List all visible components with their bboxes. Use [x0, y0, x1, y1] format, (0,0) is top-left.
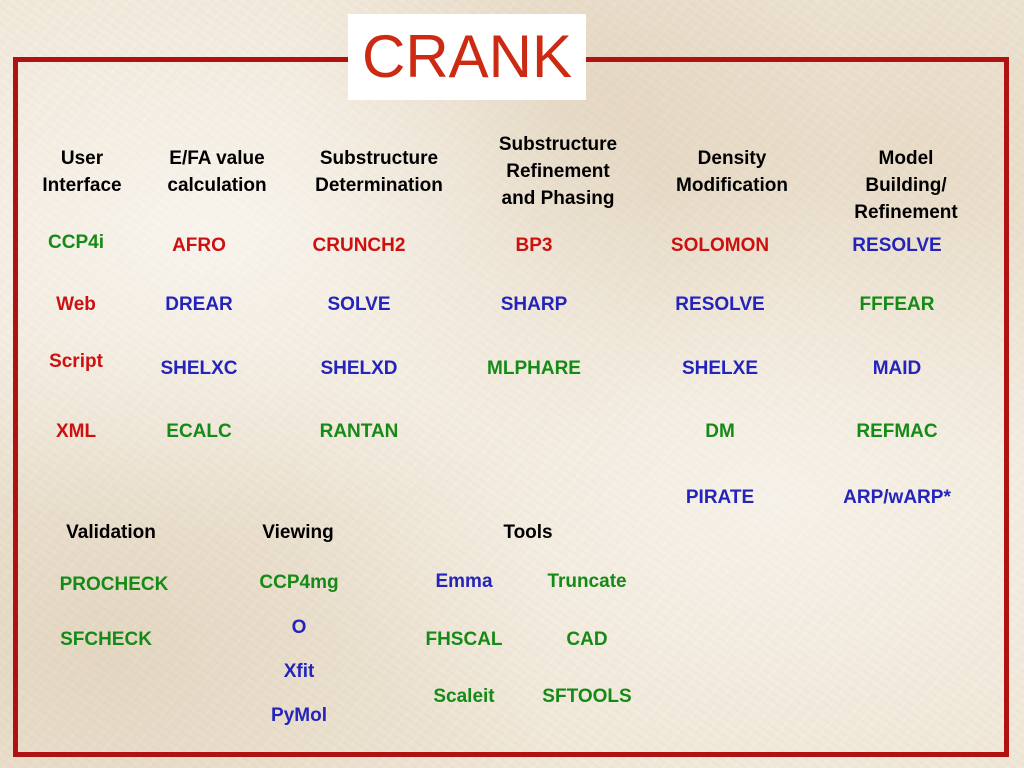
item-o: O — [291, 617, 307, 638]
item-pymol: PyMol — [271, 705, 327, 726]
item-script: Script — [49, 351, 103, 372]
header-user-interface: User Interface — [42, 148, 122, 196]
item-solve: SOLVE — [327, 294, 391, 315]
item-fffear: FFFEAR — [859, 294, 935, 315]
item-sftools: SFTOOLS — [542, 686, 632, 707]
item-shelxc: SHELXC — [160, 358, 238, 379]
item-drear: DREAR — [165, 294, 233, 315]
item-scaleit: Scaleit — [433, 686, 495, 707]
item-solomon: SOLOMON — [670, 235, 770, 256]
item-web: Web — [56, 294, 96, 315]
item-dm: DM — [705, 421, 735, 442]
item-resolve-mb: RESOLVE — [852, 235, 942, 256]
item-refmac: REFMAC — [856, 421, 938, 442]
item-arp-warp: ARP/wARP* — [843, 487, 951, 508]
item-xfit: Xfit — [283, 661, 315, 682]
header-tools: Tools — [503, 522, 553, 543]
header-model-building: Model Building/ Refinement — [854, 148, 958, 223]
item-maid: MAID — [872, 358, 922, 379]
item-sharp: SHARP — [500, 294, 568, 315]
title-box: CRANK — [348, 14, 586, 100]
item-sfcheck: SFCHECK — [60, 629, 152, 650]
header-efa-value: E/FA value calculation — [167, 148, 267, 196]
item-cad: CAD — [566, 629, 608, 650]
item-fhscal: FHSCAL — [425, 629, 503, 650]
item-shelxe: SHELXE — [681, 358, 759, 379]
item-procheck: PROCHECK — [59, 574, 169, 595]
header-viewing: Viewing — [262, 522, 334, 543]
item-xml: XML — [55, 421, 97, 442]
item-bp3: BP3 — [515, 235, 553, 256]
item-mlphare: MLPHARE — [487, 358, 581, 379]
header-validation: Validation — [66, 522, 156, 543]
item-crunch2: CRUNCH2 — [312, 235, 406, 256]
item-ecalc: ECALC — [166, 421, 232, 442]
slide-title: CRANK — [361, 23, 573, 90]
item-shelxd: SHELXD — [320, 358, 398, 379]
item-pirate: PIRATE — [685, 487, 755, 508]
item-ccp4i: CCP4i — [48, 232, 104, 253]
item-afro: AFRO — [172, 235, 226, 256]
header-substructure-determination: Substructure Determination — [315, 148, 443, 196]
header-density-modification: Density Modification — [676, 148, 788, 196]
item-emma: Emma — [435, 571, 493, 592]
header-substructure-refinement: Substructure Refinement and Phasing — [498, 134, 618, 209]
item-truncate: Truncate — [547, 571, 627, 592]
item-resolve-dm: RESOLVE — [675, 294, 765, 315]
item-ccp4mg: CCP4mg — [259, 572, 339, 593]
item-rantan: RANTAN — [319, 421, 399, 442]
